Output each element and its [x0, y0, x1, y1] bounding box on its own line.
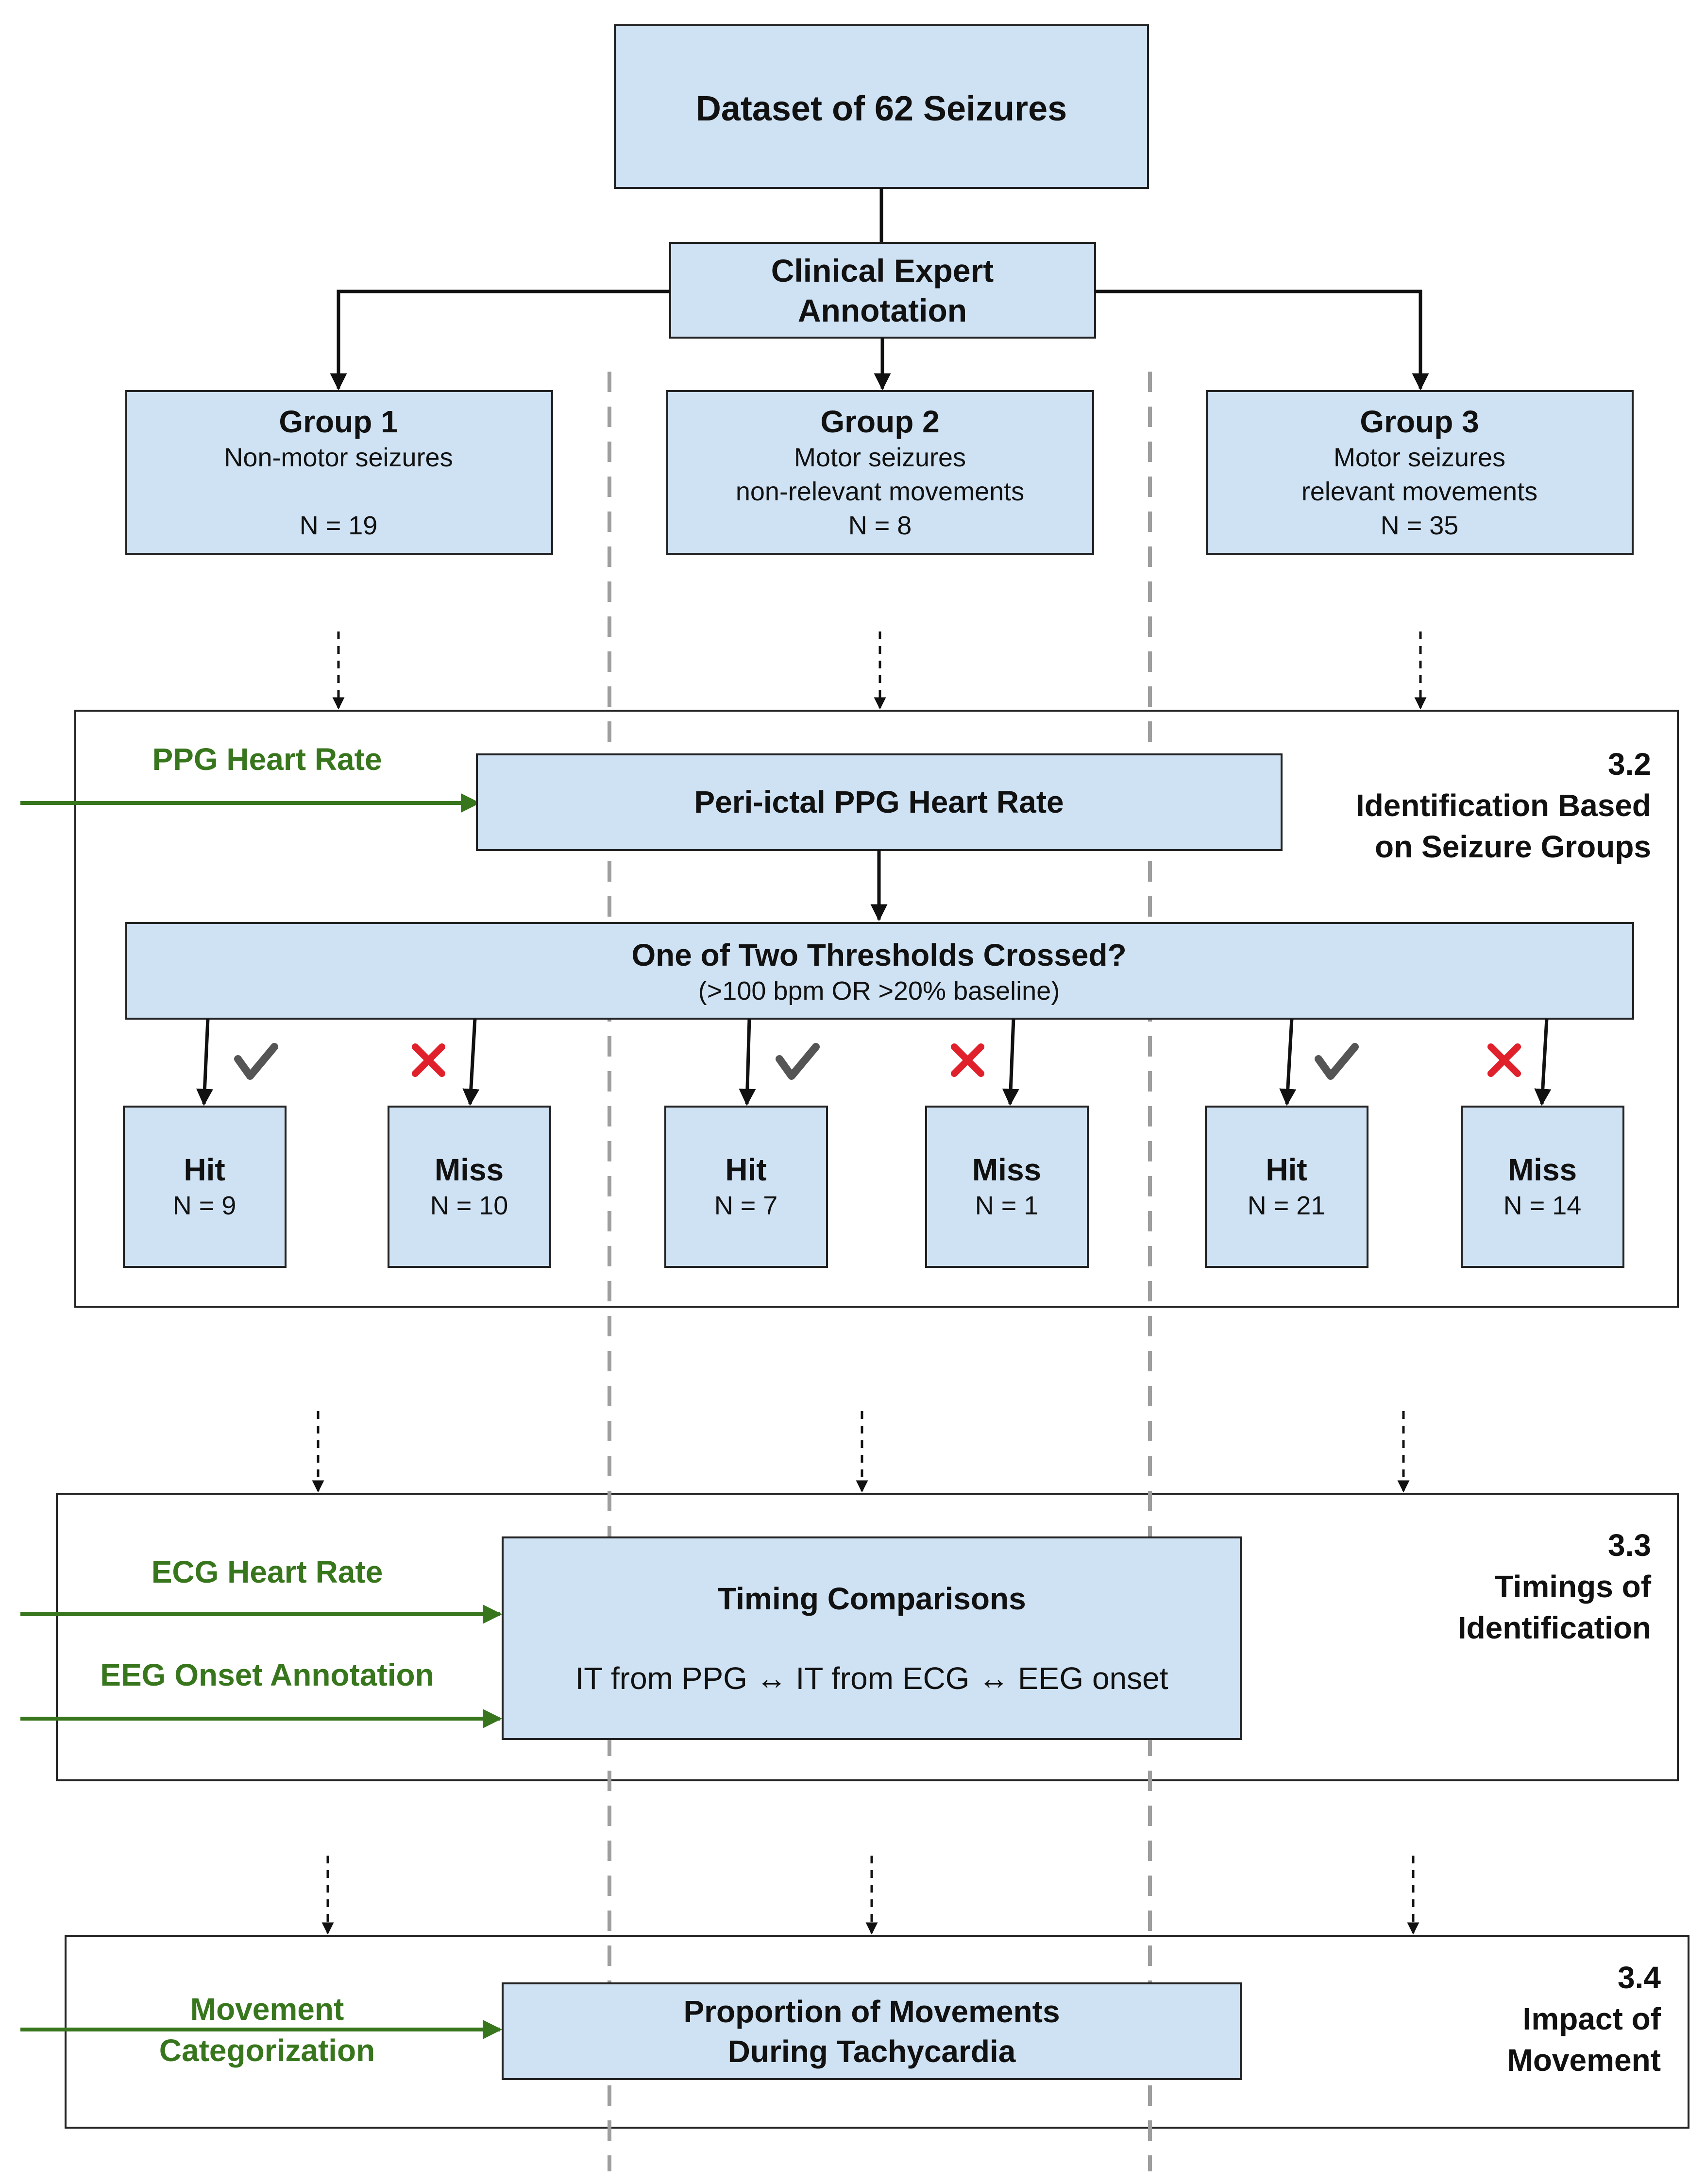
- section-3-2-title-line2: on Seizure Groups: [1375, 829, 1651, 864]
- outcome-g2-miss-box: [925, 1106, 1089, 1268]
- group-1-count: N = 19: [300, 511, 378, 540]
- timing-comparisons-box: [502, 1536, 1242, 1740]
- threshold-title: One of Two Thresholds Crossed?: [631, 938, 1126, 973]
- section-3-2-title-line1: Identification Based: [1356, 788, 1651, 823]
- movement-proportion-box: [502, 1982, 1242, 2080]
- arrow-g2-miss: [1002, 1018, 1019, 1106]
- group-1-desc-line1: Non-motor seizures: [224, 443, 453, 472]
- connector-group1: [330, 290, 670, 391]
- threshold-box: [125, 922, 1634, 1020]
- timing-comparisons-text: IT from PPG ↔ IT from ECG ↔ EEG onset: [575, 1661, 1168, 1696]
- arrow-g1-miss: [462, 1018, 480, 1106]
- group-2-box: [666, 390, 1094, 555]
- heart-rate-box: [476, 753, 1283, 851]
- outcome-g1-miss-count: N = 10: [430, 1191, 508, 1220]
- group-2-desc-line1: Motor seizures: [794, 443, 966, 472]
- cross-icon: [412, 1043, 445, 1077]
- section-3-3-title-line1: Timings of: [1495, 1569, 1652, 1604]
- outcome-g3-miss-count: N = 14: [1503, 1191, 1582, 1220]
- check-icon: [776, 1043, 820, 1080]
- outcome-g2-miss-count: N = 1: [975, 1191, 1039, 1220]
- eeg-input-label: EEG Onset Annotation: [100, 1657, 434, 1692]
- outcome-g1-miss-label: Miss: [435, 1152, 504, 1187]
- annotation-line2: Annotation: [798, 292, 967, 328]
- check-icon: [234, 1043, 278, 1080]
- ecg-input-label: ECG Heart Rate: [152, 1554, 383, 1589]
- group-2-title: Group 2: [820, 404, 939, 439]
- group-2-count: N = 8: [848, 511, 912, 540]
- outcome-g3-hit-box: [1205, 1106, 1368, 1268]
- group-3-box: [1206, 390, 1634, 555]
- arrow-g3-hit: [1279, 1018, 1297, 1106]
- group-3-title: Group 3: [1360, 404, 1479, 439]
- heart-rate-box-label: Peri-ictal PPG Heart Rate: [694, 785, 1064, 819]
- group-2-desc-line2: non-relevant movements: [736, 477, 1024, 506]
- section-3-4-title-line2: Movement: [1507, 2043, 1661, 2078]
- dataset-box: [614, 24, 1149, 189]
- movement-input-label-line1: Movement: [190, 1992, 344, 2027]
- outcome-g3-miss-box: [1461, 1106, 1624, 1268]
- section-3-3-number: 3.3: [1608, 1528, 1651, 1563]
- group-3-desc-line1: Motor seizures: [1334, 443, 1505, 472]
- arrow-g2-hit: [739, 1018, 756, 1106]
- section-3-4-title-line1: Impact of: [1523, 2001, 1661, 2036]
- outcome-g2-hit-box: [664, 1106, 828, 1268]
- group-1-title: Group 1: [279, 404, 398, 439]
- outcome-g1-hit-label: Hit: [184, 1152, 225, 1187]
- group-1-box: [125, 390, 553, 555]
- movement-input-label-line2: Categorization: [159, 2033, 375, 2068]
- check-icon: [1315, 1043, 1359, 1080]
- timing-comparisons-title: Timing Comparisons: [717, 1581, 1026, 1616]
- outcome-g1-hit-count: N = 9: [173, 1191, 236, 1220]
- outcome-g1-hit-box: [123, 1106, 287, 1268]
- movement-proportion-line1: Proportion of Movements: [683, 1994, 1060, 2029]
- connector-group3: [1095, 290, 1429, 391]
- outcome-g2-miss-label: Miss: [972, 1152, 1041, 1187]
- ppg-input-label: PPG Heart Rate: [152, 742, 382, 777]
- section-3-4-number: 3.4: [1618, 1960, 1661, 1995]
- outcome-g3-hit-count: N = 21: [1248, 1191, 1326, 1220]
- outcome-g2-hit-label: Hit: [725, 1152, 766, 1187]
- group-3-count: N = 35: [1381, 511, 1459, 540]
- arrow-g1-hit: [196, 1018, 213, 1106]
- outcome-g3-miss-label: Miss: [1508, 1152, 1577, 1187]
- section-3-3-title-line2: Identification: [1458, 1610, 1651, 1645]
- annotation-line1: Clinical Expert: [771, 253, 994, 289]
- threshold-subtitle: (>100 bpm OR >20% baseline): [698, 976, 1060, 1006]
- dataset-title: Dataset of 62 Seizures: [696, 89, 1067, 128]
- outcome-g3-hit-label: Hit: [1266, 1152, 1307, 1187]
- section-3-2-number: 3.2: [1608, 747, 1651, 782]
- outcome-g2-hit-count: N = 7: [714, 1191, 778, 1220]
- annotation-box: [669, 242, 1096, 339]
- cross-icon: [951, 1043, 984, 1077]
- arrow-g3-miss: [1534, 1018, 1552, 1106]
- outcome-g1-miss-box: [388, 1106, 551, 1268]
- cross-icon: [1487, 1043, 1521, 1077]
- movement-proportion-line2: During Tachycardia: [728, 2034, 1016, 2069]
- group-3-desc-line2: relevant movements: [1301, 477, 1537, 506]
